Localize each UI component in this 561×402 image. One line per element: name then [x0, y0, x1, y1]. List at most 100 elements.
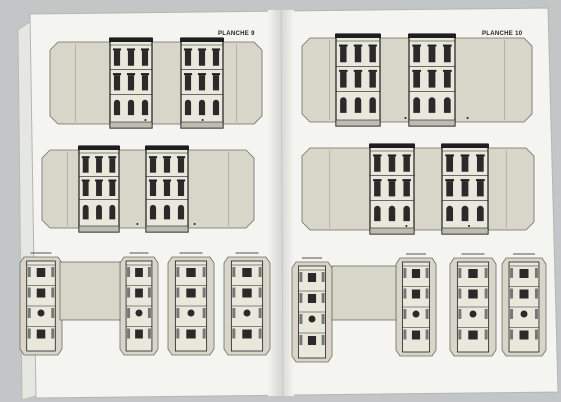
cut-mark	[468, 225, 471, 227]
cut-mark	[193, 223, 196, 225]
facade-cornice	[441, 144, 489, 148]
facade-cornice	[109, 38, 153, 42]
tower-piece	[19, 252, 63, 356]
pilaster	[202, 287, 206, 298]
window	[461, 181, 469, 197]
pilaster	[176, 287, 180, 298]
pilaster	[258, 287, 262, 298]
tower-piece	[167, 252, 215, 356]
window-pediment	[176, 156, 186, 159]
facade-cornice	[145, 146, 189, 150]
arched-window	[113, 99, 121, 116]
building-facade	[78, 145, 120, 233]
window-pediment	[162, 179, 172, 182]
pilaster	[458, 309, 462, 319]
window	[369, 46, 376, 63]
arched-window	[141, 99, 149, 116]
tower-piece	[119, 252, 159, 356]
cutout-sheets	[19, 33, 547, 363]
window	[388, 156, 396, 172]
cut-mark	[404, 117, 407, 119]
tower-piece	[501, 253, 547, 357]
window	[186, 268, 196, 277]
window	[127, 50, 135, 66]
window	[135, 329, 143, 339]
window-pediment	[373, 154, 382, 157]
building-facade	[441, 143, 489, 235]
window	[163, 158, 171, 173]
arched-window	[388, 205, 396, 222]
facade-cornice	[369, 144, 415, 148]
pilaster	[258, 308, 262, 318]
facade-cornice	[408, 34, 456, 38]
window	[36, 268, 46, 277]
right-plate-label: PLANCHE 10	[482, 31, 523, 37]
window	[428, 46, 436, 63]
pilaster	[51, 308, 55, 318]
window-pediment	[126, 73, 136, 76]
window	[96, 181, 102, 196]
facade-base	[408, 119, 456, 127]
window-pediment	[412, 69, 422, 72]
facade-base	[441, 227, 489, 235]
window	[184, 50, 192, 66]
window	[186, 329, 196, 339]
cut-mark	[466, 117, 469, 119]
arched-window	[212, 99, 220, 116]
window	[135, 268, 143, 277]
pilaster	[202, 267, 206, 277]
window-pediment	[197, 73, 207, 76]
arched-window	[109, 204, 116, 220]
pilaster	[534, 329, 538, 340]
arched-window	[149, 204, 157, 220]
window	[519, 269, 529, 278]
building-facade	[408, 33, 456, 127]
window	[403, 181, 410, 197]
window	[36, 329, 46, 339]
window	[149, 181, 157, 196]
window	[519, 289, 529, 299]
arched-window	[476, 205, 484, 222]
facade-base	[109, 121, 153, 129]
round-window	[37, 309, 45, 317]
window-pediment	[368, 69, 377, 72]
pilaster	[202, 308, 206, 318]
window	[446, 156, 454, 172]
pilaster	[127, 267, 131, 277]
pilaster	[176, 328, 180, 339]
window	[443, 71, 451, 88]
building-facade	[369, 143, 415, 235]
gutter-fold	[280, 9, 284, 397]
cut-mark	[405, 225, 408, 227]
window-pediment	[412, 44, 422, 47]
window-pediment	[108, 179, 117, 182]
pilaster	[458, 288, 462, 299]
window	[109, 158, 116, 173]
round-window	[243, 309, 251, 317]
window-pediment	[445, 179, 455, 182]
window-pediment	[197, 48, 207, 51]
window-pediment	[162, 156, 172, 159]
window-pediment	[427, 44, 437, 47]
pilaster	[534, 309, 538, 319]
arched-window	[446, 205, 454, 222]
window	[212, 50, 220, 66]
pilaster	[425, 309, 429, 319]
window-pediment	[368, 44, 377, 47]
window	[476, 156, 484, 172]
window	[127, 75, 135, 91]
window	[163, 181, 171, 196]
pilaster	[176, 267, 180, 277]
pilaster	[127, 308, 131, 318]
window	[468, 289, 478, 299]
pilaster	[510, 288, 514, 299]
arched-window	[177, 204, 185, 220]
pilaster	[299, 272, 303, 282]
window-pediment	[475, 179, 485, 182]
card-strip	[301, 147, 535, 231]
round-window	[412, 310, 420, 318]
window	[212, 75, 220, 91]
window-pediment	[460, 179, 470, 182]
window-pediment	[427, 69, 437, 72]
